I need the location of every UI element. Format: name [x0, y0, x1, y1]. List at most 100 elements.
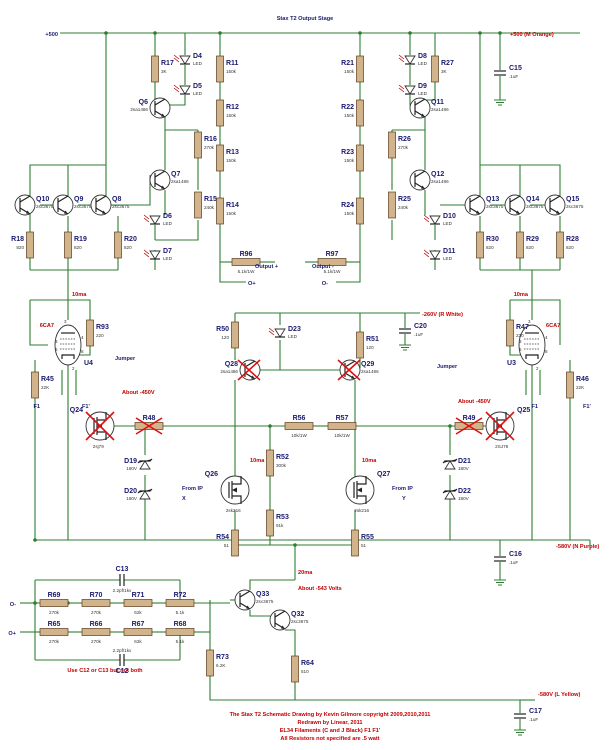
- resistor-body: [516, 231, 524, 259]
- component-label: Q14: [526, 196, 539, 203]
- component-value: 180V: [458, 466, 470, 471]
- resistor-body: [114, 231, 122, 259]
- transistor-collector: [549, 195, 561, 203]
- component-label: D9: [418, 83, 427, 90]
- component-label: R23: [341, 149, 354, 156]
- component-label: R50: [216, 326, 229, 333]
- current-label-u3: 10ma: [514, 292, 529, 298]
- transistor-arrow: [476, 210, 480, 214]
- resistor-body: [39, 599, 69, 607]
- removed-cross: [135, 417, 163, 435]
- pin-number: 3: [55, 339, 58, 344]
- pin-number: 3: [528, 319, 531, 324]
- resistor-body: [291, 655, 299, 683]
- component-label: C17: [529, 708, 542, 715]
- wire: [285, 629, 296, 656]
- component-value: 2sa1486: [220, 369, 238, 374]
- transistor-arrow: [251, 375, 255, 379]
- input-y-label: Y: [402, 496, 406, 502]
- component-value: 820: [566, 245, 574, 250]
- component-label: R14: [226, 202, 239, 209]
- wire: [219, 224, 246, 283]
- led-arrow: [173, 84, 180, 90]
- transistor-arrow: [26, 210, 30, 214]
- transistor-arrow: [161, 113, 165, 117]
- component-label: Q28: [225, 361, 238, 368]
- resistor-body: [356, 331, 364, 359]
- diode-triangle: [179, 85, 191, 95]
- component-value: 270k: [49, 610, 60, 615]
- component-label: R73: [216, 654, 229, 661]
- component-label: D6: [163, 213, 172, 220]
- led-arrow: [173, 87, 180, 93]
- component-label: Q6: [139, 99, 148, 106]
- component-value: 150k: [226, 113, 237, 118]
- rail-label-plus500-m-orange: +500 (M Orange): [510, 32, 554, 38]
- wire: [209, 676, 520, 701]
- transistor-body: [52, 194, 74, 216]
- component-value: .1uF: [509, 560, 518, 565]
- resistor-body: [194, 191, 202, 219]
- transistor-body: [149, 97, 171, 119]
- tube-label: U4: [84, 360, 93, 367]
- component-value: 240k: [398, 205, 409, 210]
- mosfet-arrow: [232, 487, 237, 493]
- current-label-q26: 10ma: [250, 458, 265, 464]
- component-label: D19: [124, 458, 137, 465]
- capacitor-c17: C17.1uF: [514, 708, 542, 722]
- component-value: 120: [221, 335, 229, 340]
- diode-triangle: [429, 215, 441, 225]
- resistor-body: [266, 449, 274, 477]
- diode-triangle: [149, 215, 161, 225]
- component-value: 2SJ79: [495, 444, 508, 449]
- removed-cross: [237, 359, 261, 381]
- credits-line-2: Redrawn by Linear, 2011: [298, 720, 363, 726]
- component-value: 2sc3675: [486, 204, 504, 209]
- mosfet-source: [232, 495, 242, 504]
- component-label: Q32: [291, 611, 304, 618]
- mosfet-arrow: [357, 487, 362, 493]
- transistor-body: [234, 589, 256, 611]
- component-label: R66: [90, 621, 103, 628]
- component-label: Q15: [566, 196, 579, 203]
- component-value: 150k: [226, 158, 237, 163]
- jumper-label-left: Jumper: [115, 356, 136, 362]
- input-o-minus-label: O-: [10, 602, 16, 608]
- mosfet-drain: [357, 476, 367, 485]
- component-label: D5: [193, 83, 202, 90]
- component-label: D7: [163, 248, 172, 255]
- component-value: 2sa1486: [431, 107, 449, 112]
- input-x-label: X: [182, 496, 186, 502]
- junction-dot: [293, 543, 297, 547]
- led-arrow: [268, 327, 275, 333]
- tube-envelope: [518, 324, 546, 366]
- component-value: 270k: [398, 145, 409, 150]
- component-label: R16: [204, 136, 217, 143]
- component-label: R72: [174, 592, 187, 599]
- transistor-collector: [19, 195, 31, 203]
- filament-label-f1-right: F1: [531, 404, 538, 410]
